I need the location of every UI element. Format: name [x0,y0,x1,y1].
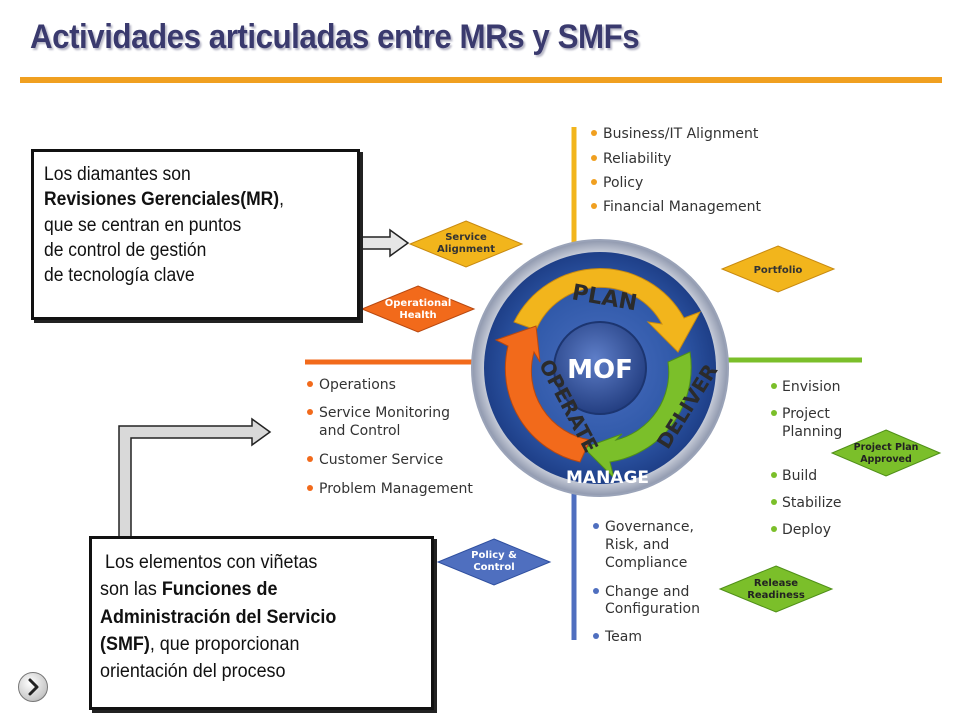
smf-pointer-arrow [118,417,272,549]
svg-text:Alignment: Alignment [437,244,495,255]
service-alignment-diamond: Service Alignment [408,220,524,268]
deliver-function-list: Envision Project Planning Build Stabiliz… [771,379,842,538]
list-item: Build [782,468,817,484]
policy-control-diamond: Policy & Control [436,538,552,586]
svg-text:Operational: Operational [385,298,452,309]
list-item: Planning [782,424,842,440]
callout-line: orientación del proceso [100,660,286,683]
list-item: Reliability [603,151,671,167]
list-item: Stabilize [782,495,841,511]
callout-line: Los elementos con viñetas [100,551,318,573]
list-item: and Control [319,423,400,439]
svg-text:Readiness: Readiness [747,590,805,601]
list-item: Policy [603,175,643,191]
list-item: Project [782,406,830,422]
list-item: Financial Management [603,199,761,215]
callout-bold-text: Administración del Servicio [100,605,337,628]
operational-health-diamond: Operational Health [360,285,476,333]
list-item: Business/IT Alignment [603,126,759,142]
release-readiness-diamond: Release Readiness [718,565,834,613]
svg-text:Approved: Approved [860,454,912,465]
svg-text:Portfolio: Portfolio [754,265,803,276]
callout-bold-text: Revisiones Gerenciales(MR) [44,189,280,211]
chevron-right-icon [28,678,39,696]
list-item: Configuration [605,601,700,617]
svg-text:Service: Service [445,232,487,243]
callout-bold-text: (SMF) [100,632,150,655]
smf-callout-box: Los elementos con viñetas son las Funcio… [89,536,434,710]
mr-callout-box: Los diamantes son Revisiones Gerenciales… [31,149,360,320]
list-item: Governance, [605,519,694,535]
list-item: Change and [605,584,689,600]
next-slide-button[interactable] [18,672,48,702]
project-plan-approved-diamond: Project Plan Approved [830,429,942,477]
svg-text:Release: Release [754,578,798,589]
svg-text:Policy &: Policy & [471,550,517,561]
list-item: Risk, and [605,537,669,553]
callout-line: Los diamantes son [44,164,191,185]
list-item: Team [604,629,642,645]
callout-bold-text: Funciones de [161,578,278,601]
plan-function-list: Business/IT Alignment Reliability Policy… [591,126,761,215]
callout-line: de control de gestión [44,239,207,261]
manage-label: MANAGE [566,468,649,488]
list-item: Service Monitoring [319,405,450,421]
manage-function-list: Governance, Risk, and Compliance Change … [593,519,700,645]
svg-text:Control: Control [473,562,514,573]
title-underline [20,77,942,83]
operate-function-list: Operations Service Monitoring and Contro… [307,377,473,497]
operate-arc [494,325,591,463]
svg-text:Project Plan: Project Plan [854,442,919,453]
plan-arc [513,268,702,353]
list-item: Problem Management [319,481,473,497]
list-item: Deploy [782,522,831,538]
list-item: Operations [319,377,396,393]
callout-line: de tecnología clave [44,265,195,287]
mof-core [553,321,647,415]
portfolio-diamond: Portfolio [720,245,836,293]
mof-center-label: MOF [567,355,633,385]
list-item: Customer Service [319,452,443,468]
slide-title: Actividades articuladas entre MRs y SMFs [30,18,640,56]
deliver-arc [583,351,692,480]
list-item: Envision [782,379,841,395]
svg-text:Health: Health [399,310,436,321]
callout-line: que se centran en puntos [44,214,242,236]
list-item: Compliance [605,555,687,571]
